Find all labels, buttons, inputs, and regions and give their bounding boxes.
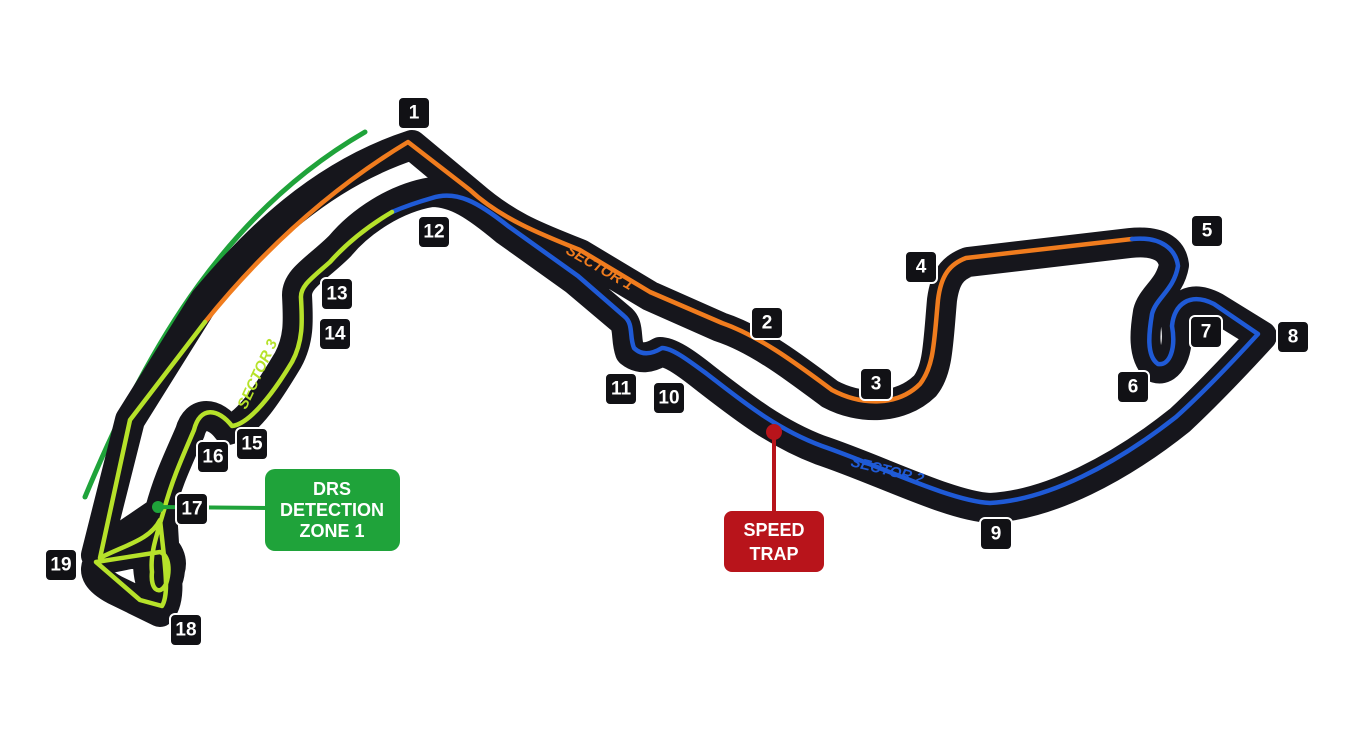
speed-trap-marker: SPEED TRAP: [724, 424, 824, 572]
sector-1-line: [202, 139, 1135, 404]
svg-text:16: 16: [202, 447, 223, 468]
svg-text:15: 15: [241, 434, 263, 455]
drs-line-1: DRS: [313, 479, 351, 499]
corner-17: 17: [175, 492, 209, 526]
corner-5: 5: [1190, 214, 1224, 248]
corner-14: 14: [318, 317, 352, 351]
corner-11: 11: [604, 372, 638, 406]
drs-line-2: DETECTION: [280, 500, 384, 520]
speed-trap-line-2: TRAP: [750, 544, 799, 564]
corner-2: 2: [750, 306, 784, 340]
corner-10: 10: [652, 381, 686, 415]
svg-text:6: 6: [1128, 377, 1139, 398]
svg-text:5: 5: [1202, 221, 1213, 242]
svg-text:10: 10: [658, 388, 679, 409]
svg-text:9: 9: [991, 524, 1002, 545]
corner-4: 4: [904, 250, 938, 284]
corner-6: 6: [1116, 370, 1150, 404]
corner-13: 13: [320, 277, 354, 311]
corner-1: 1: [397, 96, 431, 130]
svg-text:18: 18: [175, 620, 196, 641]
corner-7: 7: [1189, 315, 1223, 349]
svg-text:11: 11: [611, 379, 632, 400]
corner-9: 9: [979, 517, 1013, 551]
svg-text:1: 1: [409, 103, 420, 124]
svg-text:12: 12: [423, 222, 444, 243]
sector-3-line: [93, 209, 395, 609]
svg-text:17: 17: [181, 499, 202, 520]
svg-text:7: 7: [1201, 322, 1212, 343]
svg-text:3: 3: [871, 374, 882, 395]
speed-trap-line-1: SPEED: [743, 520, 804, 540]
svg-text:14: 14: [324, 324, 346, 345]
svg-text:19: 19: [50, 555, 71, 576]
svg-text:13: 13: [326, 284, 347, 305]
svg-text:8: 8: [1288, 327, 1299, 348]
sector-2-line: [389, 193, 1261, 506]
corner-19: 19: [44, 548, 78, 582]
corner-12: 12: [417, 215, 451, 249]
corner-8: 8: [1276, 320, 1310, 354]
corner-15: 15: [235, 427, 269, 461]
svg-text:2: 2: [762, 313, 773, 334]
corner-16: 16: [196, 440, 230, 474]
corner-18: 18: [169, 613, 203, 647]
track-outline: [81, 130, 1277, 627]
drs-line-3: ZONE 1: [299, 521, 364, 541]
corner-3: 3: [859, 367, 893, 401]
svg-text:4: 4: [916, 257, 927, 278]
